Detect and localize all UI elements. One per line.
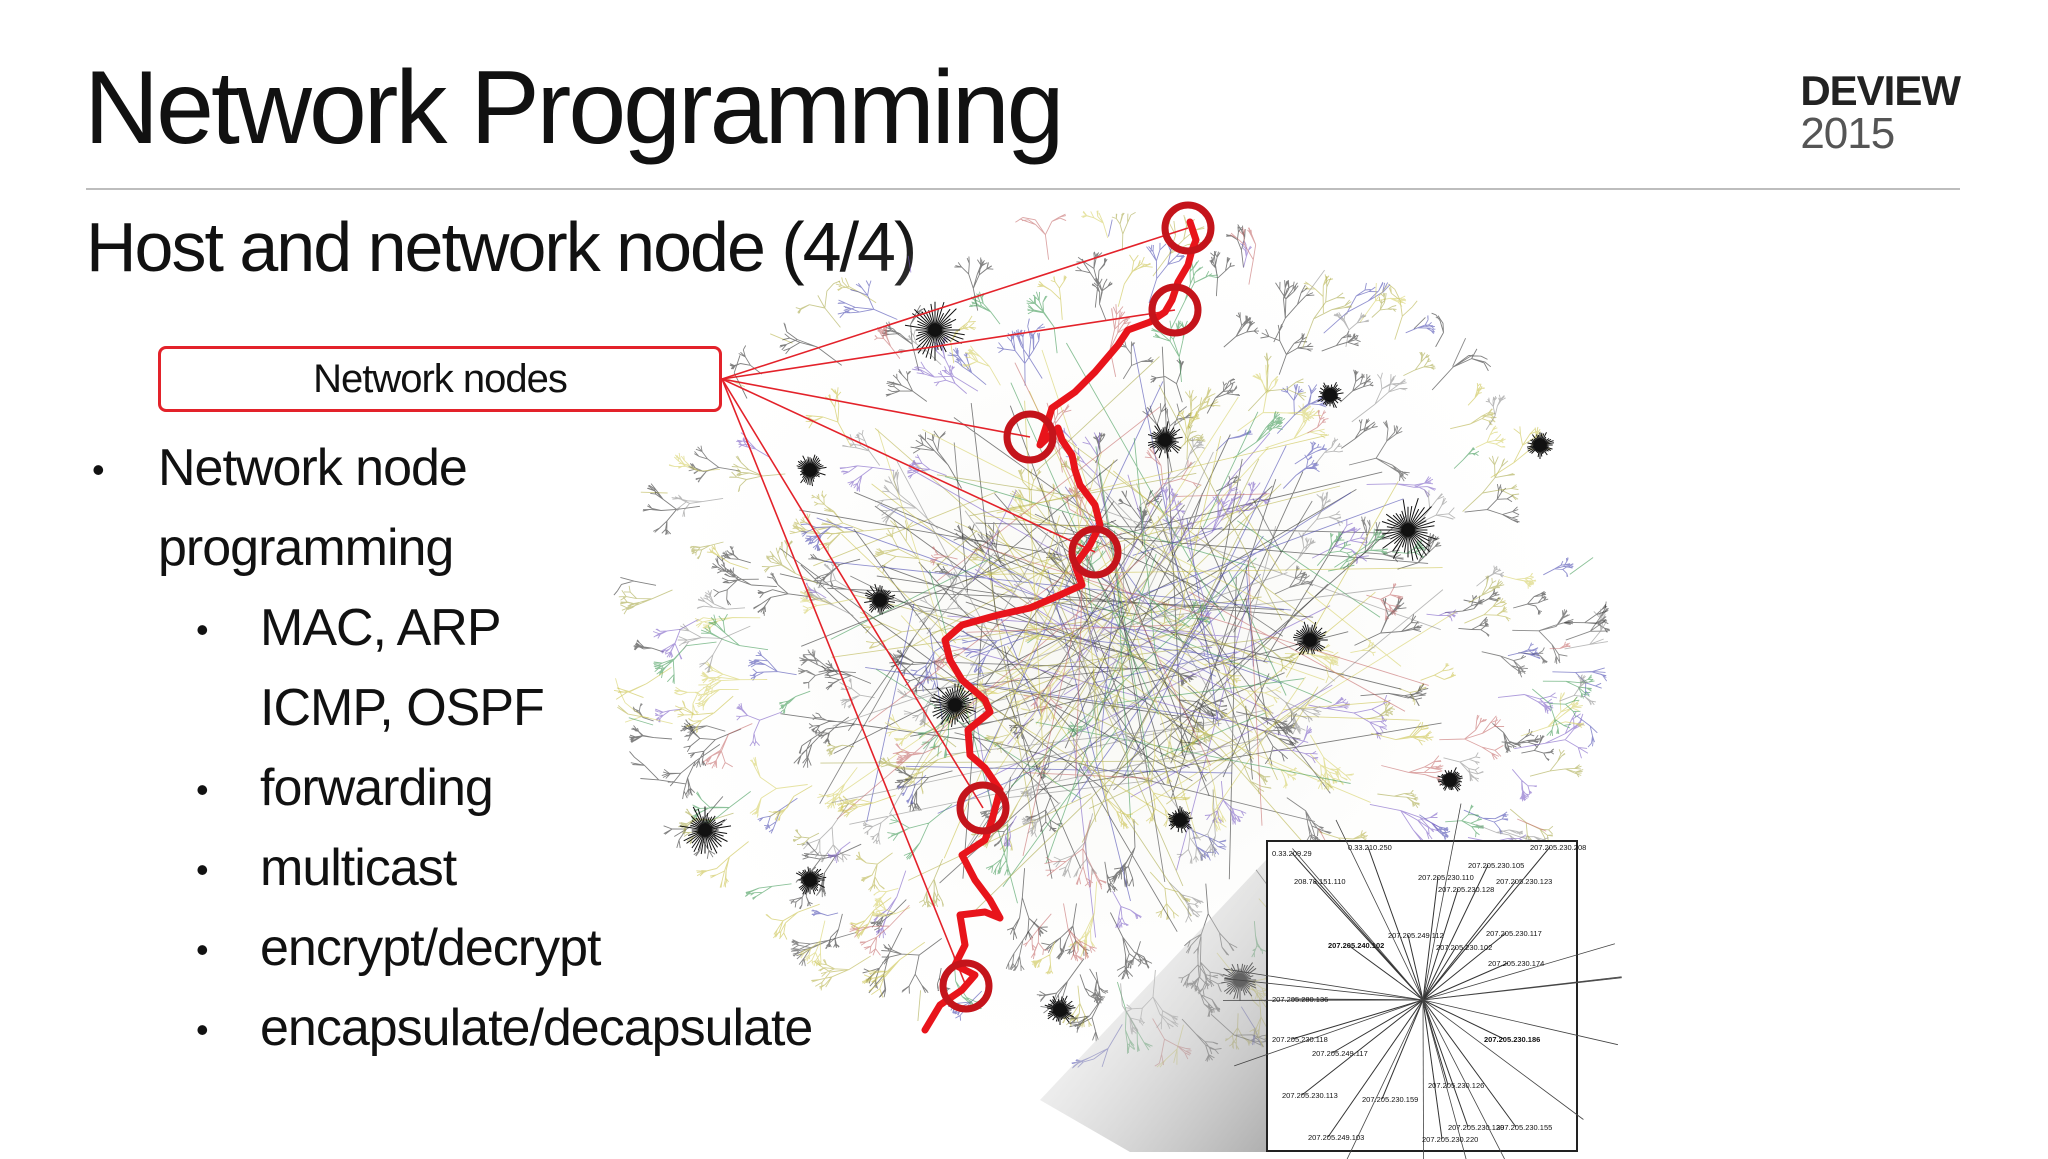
inset-ip-label: 207.205.230.123 <box>1496 877 1552 886</box>
inset-ip-label: 207.205.249.112 <box>1388 931 1444 940</box>
zoomed-node-inset: 0.33.209.29 0.33.210.250 207.205.230.105 20… <box>1266 840 1578 1152</box>
inset-edge <box>1423 1000 1442 1139</box>
inset-edge <box>1423 1000 1583 1120</box>
inset-ip-label: 207.205.230.159 <box>1362 1095 1418 1104</box>
inset-ip-label: 207.205.230.208 <box>1530 843 1586 852</box>
inset-ip-label: 207.205.240.102 <box>1328 941 1384 950</box>
inset-ip-label: 207.205.230.220 <box>1422 1135 1478 1144</box>
network-nodes-callout: Network nodes <box>158 346 722 412</box>
inset-ip-label: 207.205.230.126 <box>1428 1081 1484 1090</box>
inset-ip-label: 207.205.249.103 <box>1308 1133 1364 1142</box>
inset-edge <box>1328 1000 1423 1137</box>
inset-ip-label: 207.205.230.186 <box>1484 1035 1540 1044</box>
inset-ip-label: 207.205.249.117 <box>1312 1049 1368 1058</box>
inset-ip-label: 207.205.230.155 <box>1496 1123 1552 1132</box>
inset-ip-label: 207.205.230.105 <box>1468 861 1524 870</box>
inset-ip-label: 208.78.151.110 <box>1294 877 1346 886</box>
inset-ip-label: 207.205.230.174 <box>1488 959 1544 968</box>
inset-ip-label: 207.205.230.102 <box>1436 943 1492 952</box>
inset-ip-label: 207.205.230.128 <box>1438 885 1494 894</box>
inset-edge <box>1423 963 1508 1000</box>
inset-ip-label: 207.205.230.113 <box>1282 1091 1338 1100</box>
inset-ip-label: 207.205.230.110 <box>1418 873 1474 882</box>
zoomed-node-graph: 0.33.209.29 0.33.210.250 207.205.230.105 20… <box>1268 842 1580 1154</box>
inset-edge <box>1292 1000 1423 1039</box>
inset-labels: 0.33.209.29 0.33.210.250 207.205.230.105 20… <box>1272 843 1586 1144</box>
inset-edge <box>1302 1000 1423 1095</box>
inset-ip-label: 207.205.230.118 <box>1272 1035 1328 1044</box>
inset-ip-label: 207.205.230.117 <box>1486 929 1542 938</box>
inset-ip-label: 207.205.230.139 <box>1448 1123 1504 1132</box>
inset-ip-label: 207.205.280.136 <box>1272 995 1328 1004</box>
inset-ip-label: 0.33.209.29 <box>1272 849 1312 858</box>
inset-edge <box>1423 881 1516 1000</box>
inset-edge <box>1423 1000 1468 1127</box>
inset-edge <box>1423 1000 1516 1127</box>
inset-edge <box>1368 847 1423 1000</box>
inset-edge <box>1292 849 1423 1001</box>
inset-ip-label: 0.33.210.250 <box>1348 843 1392 852</box>
inset-edge <box>1332 1000 1423 1053</box>
